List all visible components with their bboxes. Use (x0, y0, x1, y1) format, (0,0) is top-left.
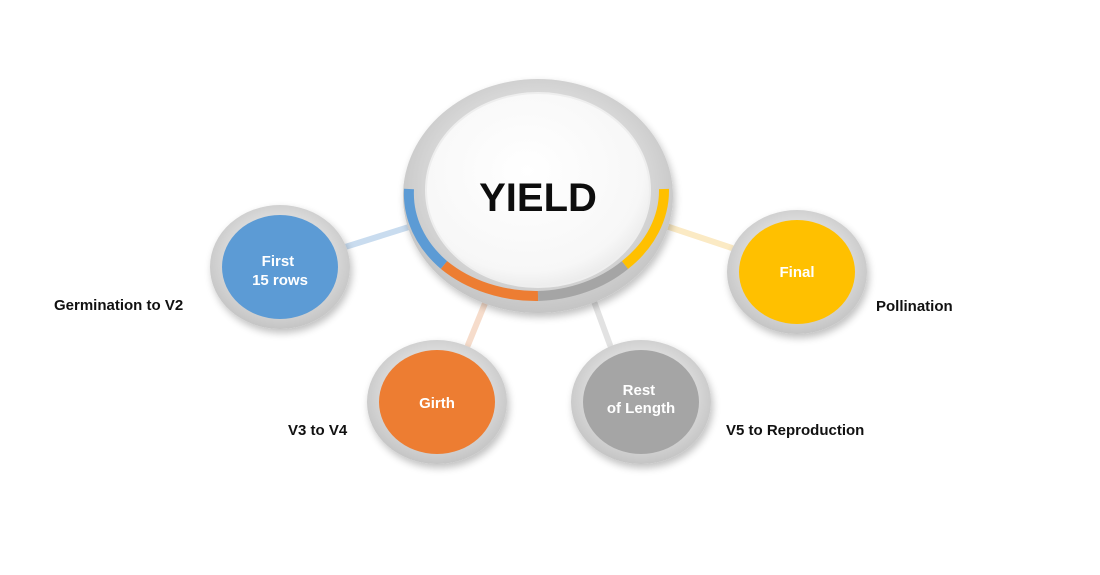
stage-label-girth: V3 to V4 (288, 422, 348, 439)
arc-orange (440, 261, 539, 302)
center-label: YIELD (479, 176, 597, 220)
stage-label-final: Pollination (876, 298, 953, 315)
arc-gray (537, 261, 629, 301)
connectors (339, 223, 735, 348)
node-label: First 15 rows (252, 253, 308, 289)
connector-first-15-rows (339, 223, 415, 251)
arc-yellow (621, 188, 670, 269)
node-label: Final (779, 264, 814, 281)
node-circle (583, 350, 699, 454)
node-girth: Girth (367, 340, 507, 464)
node-label: Girth (419, 395, 455, 412)
node-final: Final (727, 210, 867, 334)
arc-blue (403, 188, 448, 269)
node-label: Rest of Length (607, 382, 675, 417)
connector-final (663, 223, 735, 251)
stage-label-first-15-rows: Germination to V2 (54, 297, 184, 314)
node-circle (222, 215, 338, 319)
stage-label-rest-of-length: V5 to Reproduction (726, 422, 865, 439)
node-first-15-rows: First 15 rows (210, 205, 350, 329)
node-circle (379, 350, 495, 454)
node-circle (739, 220, 855, 324)
connector-girth (465, 293, 491, 348)
center-inner-circle (425, 92, 651, 288)
node-rest-of-length: Rest of Length (571, 340, 711, 464)
center-hub: YIELD (403, 79, 673, 313)
connector-rest-of-length (589, 293, 613, 348)
